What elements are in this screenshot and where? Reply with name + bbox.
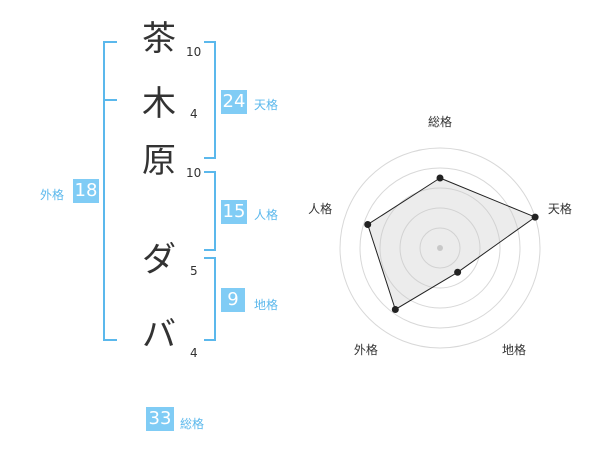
radar-point-1 [531, 213, 539, 221]
name-char-2: 木 [142, 84, 176, 124]
tenkaku-bracket [204, 41, 216, 159]
radar-point-2 [454, 268, 462, 276]
radar-grid-ring [419, 227, 461, 269]
radar-series-area [367, 177, 537, 311]
soukaku-value: 33 [146, 407, 174, 431]
radar-point-4 [364, 221, 372, 229]
outer-bracket [103, 41, 117, 341]
jinkaku-value: 15 [221, 200, 247, 224]
radar-axis-label-0: 総格 [428, 114, 452, 129]
chikaku-label: 地格 [254, 298, 279, 312]
jinkaku-label: 人格 [254, 208, 279, 222]
radar-axis-label-3: 外格 [354, 342, 378, 357]
radar-grid-ring [359, 167, 521, 329]
stroke-count-3: 10 [186, 166, 202, 180]
name-char-3: 原 [142, 141, 176, 181]
stroke-count-5: 4 [190, 346, 198, 360]
name-char-1: 茶 [142, 19, 176, 59]
radar-grid-ring [399, 207, 481, 289]
stroke-count-4: 5 [190, 264, 198, 278]
name-char-4: ダ [142, 240, 176, 280]
radar-grid-ring [379, 187, 501, 309]
tenkaku-value: 24 [221, 90, 247, 114]
gaikaku-value: 18 [73, 179, 99, 203]
radar-point-3 [391, 305, 399, 313]
radar-axis-label-2: 地格 [502, 342, 526, 357]
tenkaku-label: 天格 [254, 98, 279, 112]
stroke-count-2: 4 [190, 107, 198, 121]
stroke-count-1: 10 [186, 45, 202, 59]
radar-center-dot [437, 245, 443, 251]
radar-axis-label-4: 人格 [308, 201, 332, 216]
radar-point-0 [436, 174, 444, 182]
jinkaku-bracket [204, 171, 216, 251]
gaikaku-label: 外格 [40, 188, 65, 202]
soukaku-label: 総格 [180, 417, 205, 431]
chikaku-value: 9 [221, 288, 245, 312]
chikaku-bracket [204, 257, 216, 341]
name-char-5: バ [142, 315, 176, 355]
radar-axis-label-1: 天格 [548, 201, 572, 216]
